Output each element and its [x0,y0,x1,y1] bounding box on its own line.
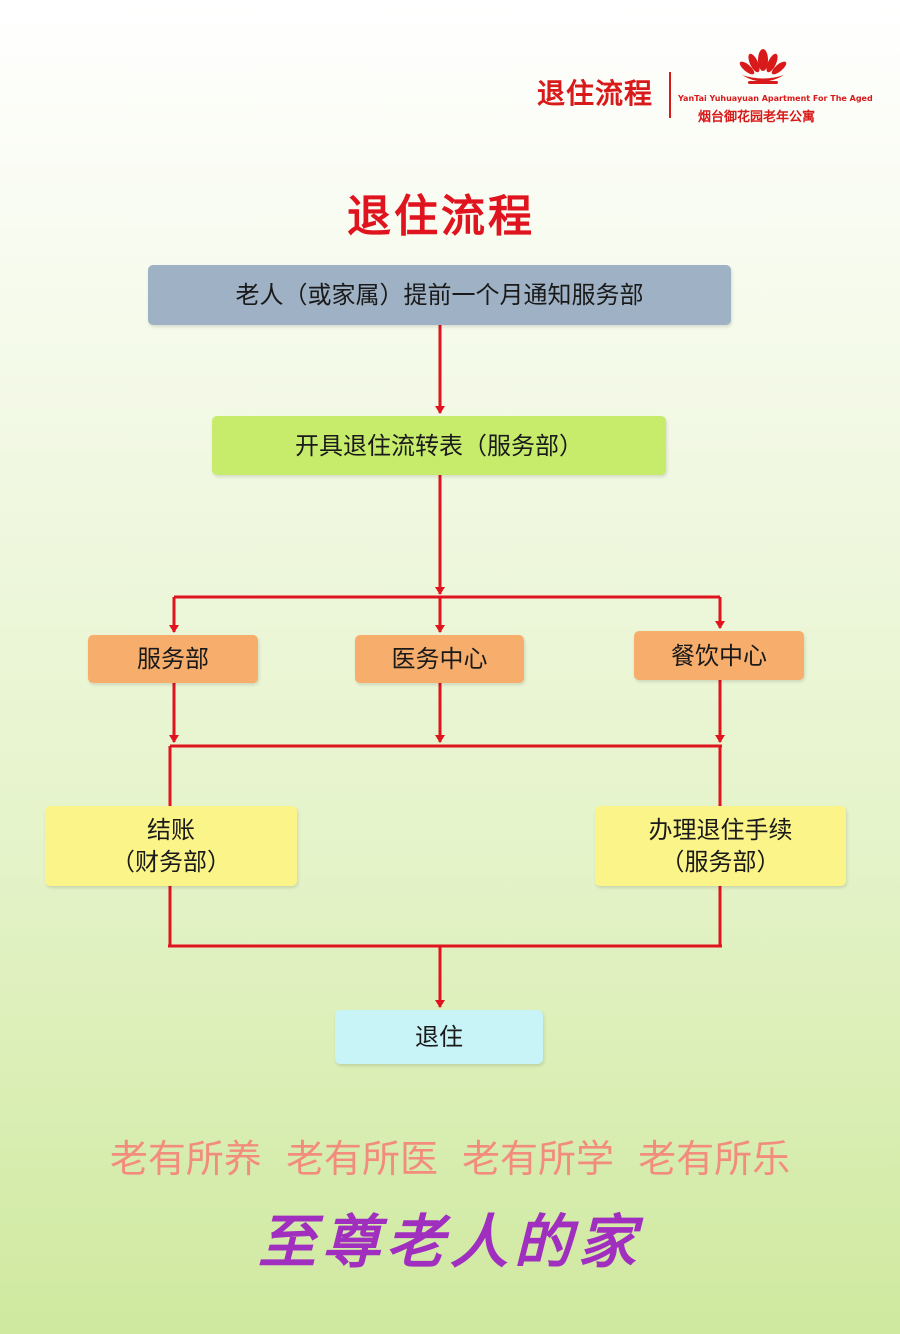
step-settle-line2: （财务部） [111,848,231,876]
step-dining-center-label: 餐饮中心 [671,641,767,670]
header-title: 退住流程 [537,77,654,110]
brand-chinese-name: 烟台御花园老年公寓 [698,110,816,125]
motto: 至尊老人的家 [257,1208,642,1276]
brand-english-name: YanTai Yuhuayuan Apartment For The Aged [678,94,873,103]
step-settle-line1: 结账 [147,816,195,844]
step-service-dept-label: 服务部 [137,645,209,673]
step-medical-center-label: 医务中心 [391,645,488,673]
slogan-item: 老有所医 [285,1137,438,1181]
slogan-item: 老有所乐 [638,1137,791,1181]
step-checkout-label: 退住 [415,1023,463,1051]
page-title: 退住流程 [347,191,535,242]
step-procedures-line1: 办理退住手续 [648,816,793,844]
step-notify-service-dept: 老人（或家属）提前一个月通知服务部 [148,265,731,325]
slogan-row: 老有所养 老有所医 老有所学 老有所乐 [0,1128,900,1183]
lotus-logo-icon [739,49,787,84]
step-settle-account: 结账 （财务部） [45,806,297,886]
step-procedures-line2: （服务部） [660,848,781,876]
slogan-item: 老有所学 [462,1137,615,1181]
header-divider [669,72,671,118]
step-checkout: 退住 [335,1010,543,1064]
step-issue-checkout-form: 开具退住流转表（服务部） [212,416,666,475]
step-dining-center: 餐饮中心 [634,631,804,680]
step-notify-label: 老人（或家属）提前一个月通知服务部 [235,281,644,309]
step-checkout-procedures: 办理退住手续 （服务部） [595,806,846,886]
step-issue-form-label: 开具退住流转表（服务部） [295,431,583,460]
step-service-dept: 服务部 [88,635,258,683]
slogan-item: 老有所养 [109,1137,262,1181]
step-medical-center: 医务中心 [355,635,524,683]
